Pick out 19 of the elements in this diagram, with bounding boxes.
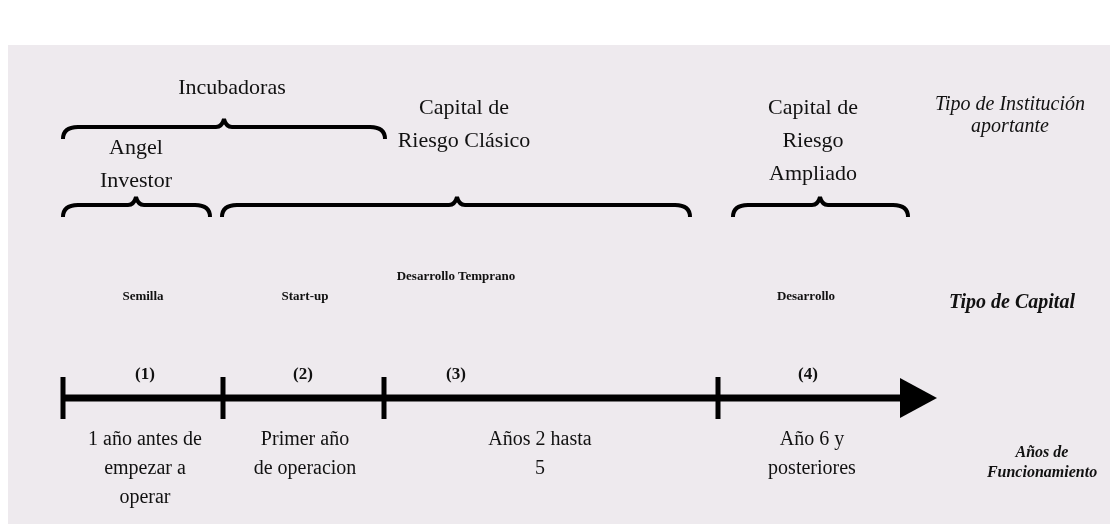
row-heading: Tipo de Capital	[948, 290, 1076, 312]
stage-number: (2)	[292, 364, 314, 384]
period-label: Primer año de operacion	[252, 426, 358, 481]
period-label: Años 2 hasta 5	[487, 426, 593, 480]
stage-label: Start-up	[280, 287, 330, 305]
stage-number: (1)	[134, 364, 156, 384]
row-heading: Años de Funcionamiento	[985, 442, 1099, 482]
period-label: 1 año antes de empezar a operar	[87, 426, 203, 510]
stage-label: Desarrollo	[775, 287, 837, 305]
row-heading: Tipo de Institución aportante	[934, 92, 1086, 136]
group-label: Capital de Riesgo Ampliado	[767, 93, 859, 187]
group-label: Angel Investor	[98, 133, 174, 194]
group-label: Incubadoras	[177, 73, 287, 101]
stage-number: (3)	[445, 364, 467, 384]
period-label: Año 6 y posteriores	[767, 426, 857, 481]
stage-label: Semilla	[121, 287, 165, 305]
stage-number: (4)	[797, 364, 819, 384]
stage-label: Desarrollo Temprano	[396, 267, 516, 285]
group-label: Capital de Riesgo Clásico	[396, 93, 532, 154]
